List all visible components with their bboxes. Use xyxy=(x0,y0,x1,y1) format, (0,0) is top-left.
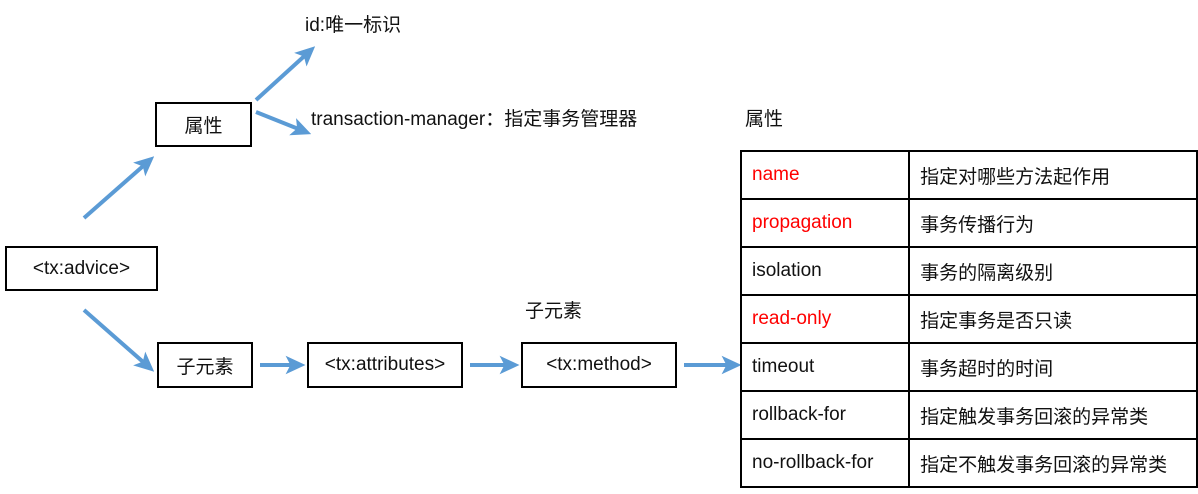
node-tx-advice[interactable]: <tx:advice> xyxy=(5,246,158,291)
attribute-desc-cell: 事务传播行为 xyxy=(908,198,1198,248)
attribute-desc-cell: 指定触发事务回滚的异常类 xyxy=(908,390,1198,440)
attribute-desc-cell: 事务超时的时间 xyxy=(908,342,1198,392)
node-tx-method-label: <tx:method> xyxy=(546,354,652,375)
node-children-box-label: 子元素 xyxy=(176,356,234,378)
attribute-desc-cell: 指定事务是否只读 xyxy=(908,294,1198,344)
attribute-name-cell: timeout xyxy=(739,342,911,392)
attribute-name-cell: propagation xyxy=(739,198,911,248)
attribute-name-cell: rollback-for xyxy=(739,390,911,440)
node-tx-attributes-label: <tx:attributes> xyxy=(324,354,446,375)
node-attributes-box-label: 属性 xyxy=(184,116,223,137)
node-tx-advice-label: <tx:advice> xyxy=(32,257,131,279)
label-child-element: 子元素 xyxy=(525,301,583,322)
attribute-name-cell: name xyxy=(739,150,911,200)
label-id-unique-identifier: id:唯一标识 xyxy=(305,15,402,36)
attribute-name-cell: no-rollback-for xyxy=(739,438,911,488)
node-tx-attributes[interactable]: <tx:attributes> xyxy=(307,342,463,388)
node-tx-method[interactable]: <tx:method> xyxy=(521,342,677,388)
attribute-desc-cell: 指定对哪些方法起作用 xyxy=(908,150,1198,200)
node-children-box[interactable]: 子元素 xyxy=(157,342,253,388)
attribute-desc-cell: 事务的隔离级别 xyxy=(908,246,1198,296)
node-attributes-box[interactable]: 属性 xyxy=(155,102,252,147)
attribute-name-cell: read-only xyxy=(739,294,911,344)
attribute-desc-cell: 指定不触发事务回滚的异常类 xyxy=(908,438,1198,488)
label-attribute-table-caption: 属性 xyxy=(745,109,784,130)
arrow-advice-to-children xyxy=(82,308,155,372)
arrow-advice-to-attributes xyxy=(82,156,155,220)
arrow-attributes-to-id xyxy=(254,46,316,102)
label-transaction-manager: transaction-manager：指定事务管理器 xyxy=(311,109,638,130)
attribute-name-cell: isolation xyxy=(739,246,911,296)
arrow-attributes-to-txmgr xyxy=(255,110,312,136)
